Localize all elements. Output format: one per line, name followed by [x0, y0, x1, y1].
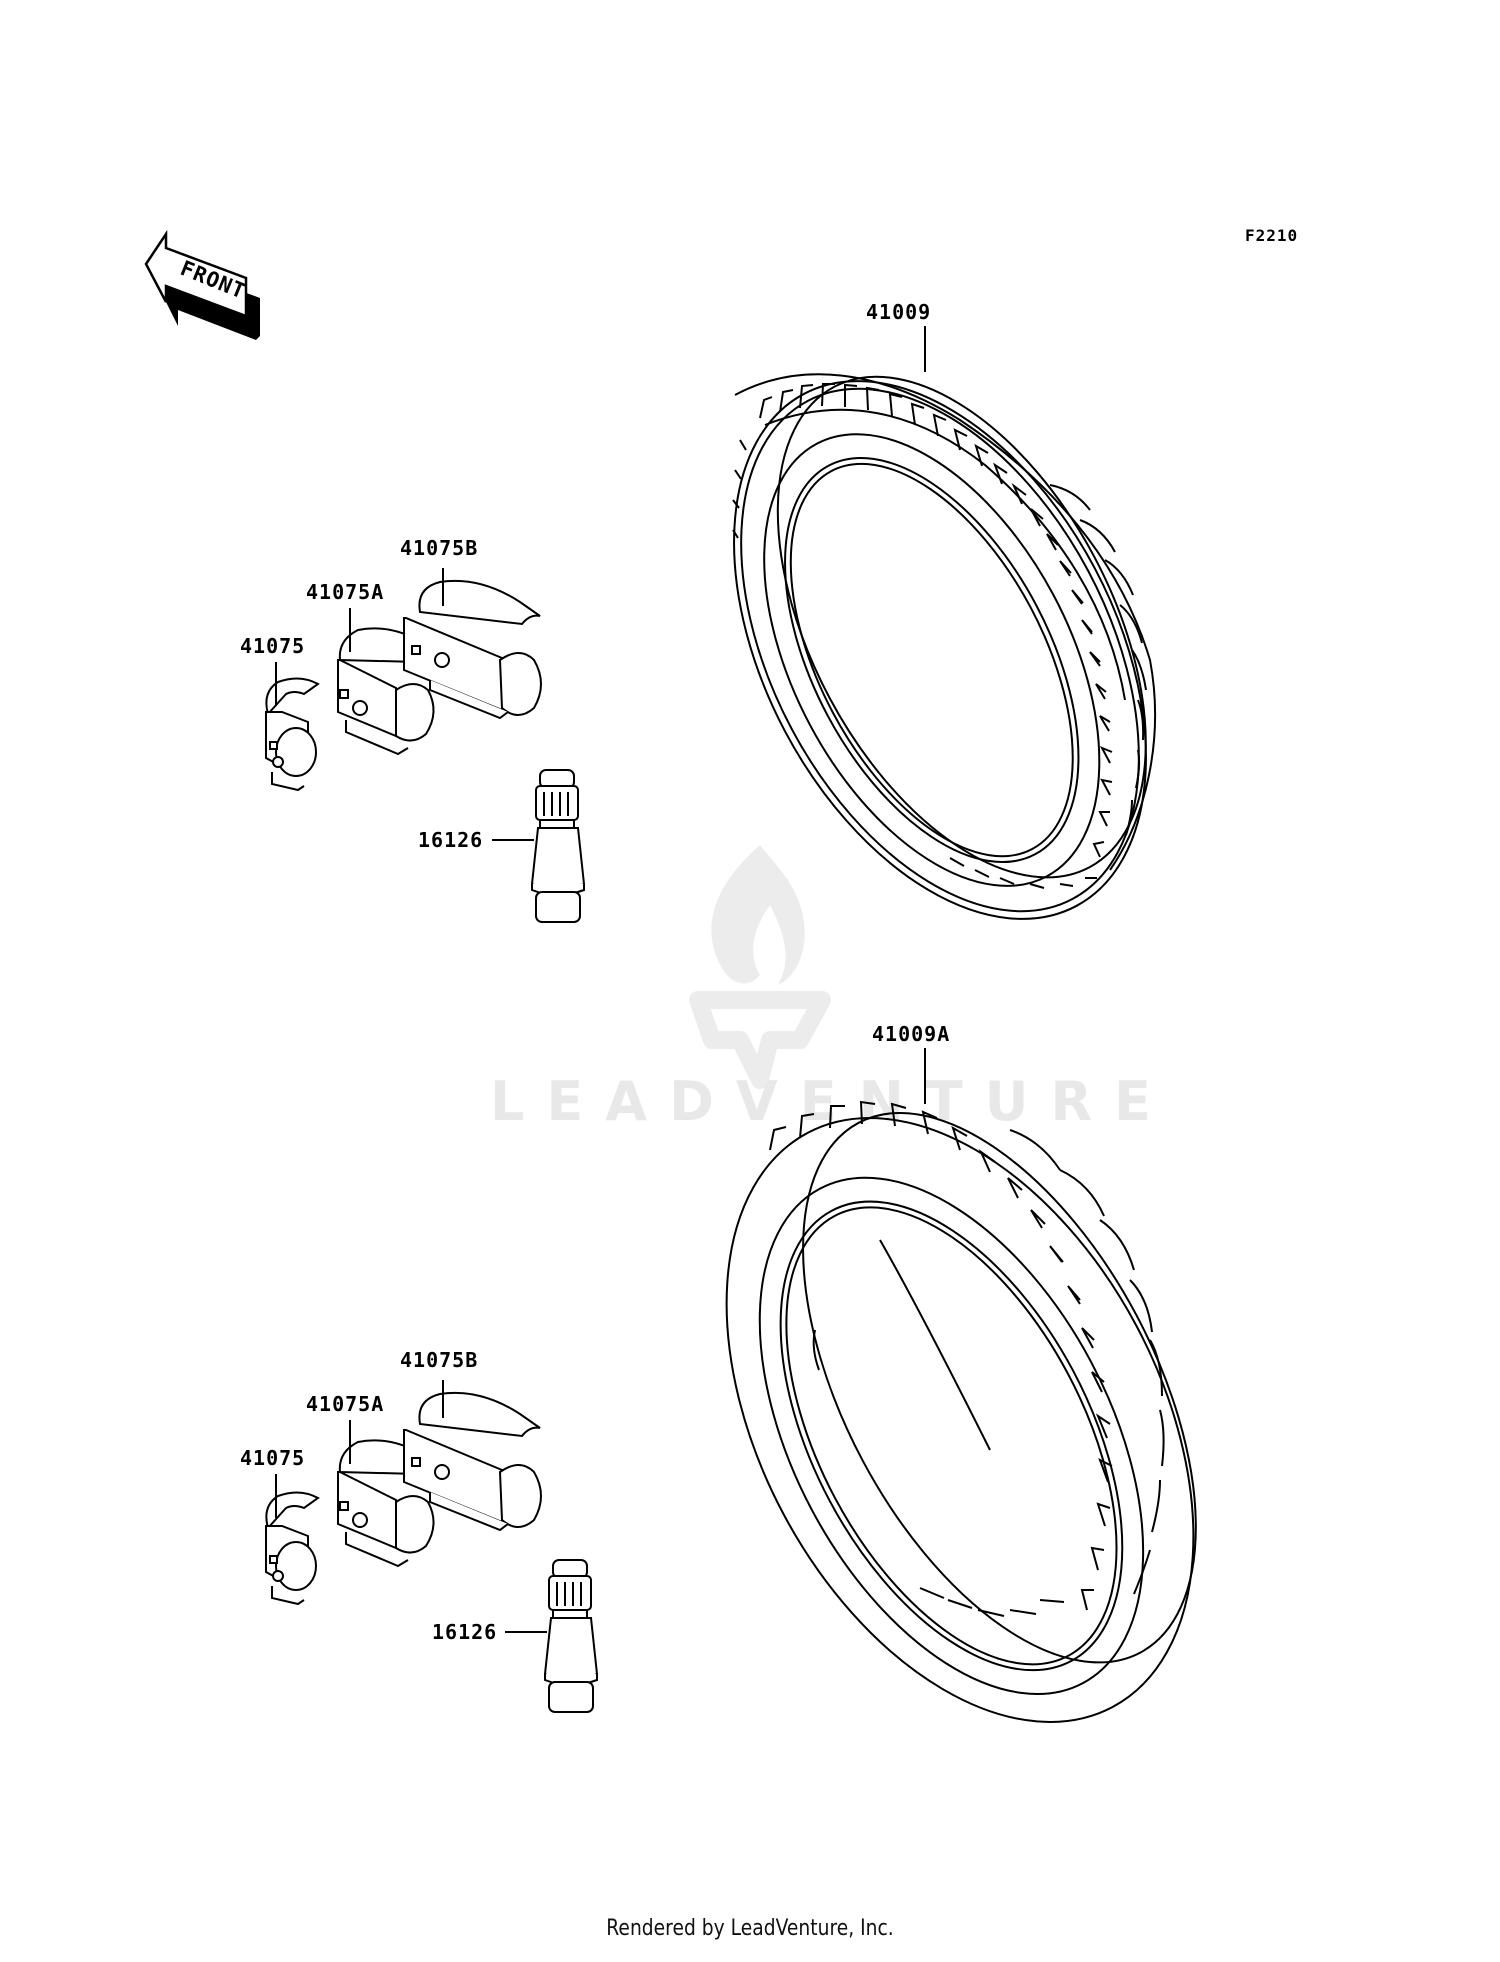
front-tire-label[interactable]: 41009 [866, 300, 932, 324]
front-weight-label-41075[interactable]: 41075 [240, 634, 306, 658]
rear-weight-label-41075[interactable]: 41075 [240, 1446, 306, 1470]
front-weight-label-41075b[interactable]: 41075B [400, 536, 479, 560]
diagram-id: F2210 [1245, 226, 1299, 245]
watermark-text: LEADVENTURE [490, 1070, 1173, 1133]
rear-weight-label-41075b[interactable]: 41075B [400, 1348, 479, 1372]
front-weight-label-41075a[interactable]: 41075A [306, 580, 385, 604]
front-valve-label[interactable]: 16126 [418, 828, 484, 852]
rear-valve-label[interactable]: 16126 [432, 1620, 498, 1644]
footer-credit: Rendered by LeadVenture, Inc. [606, 1916, 894, 1941]
rear-weight-label-41075a[interactable]: 41075A [306, 1392, 385, 1416]
rear-tire-label[interactable]: 41009A [872, 1022, 951, 1046]
